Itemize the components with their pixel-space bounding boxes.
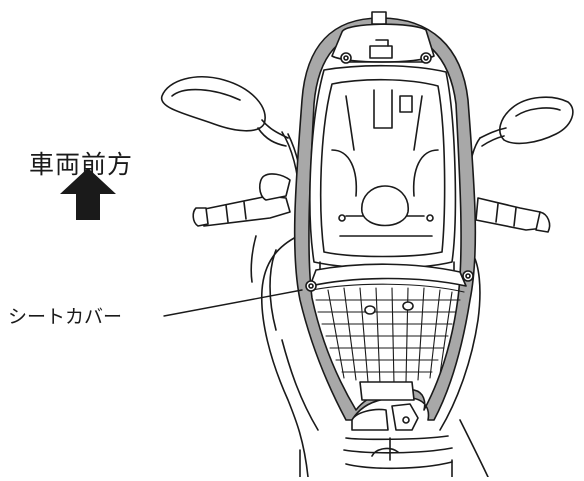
storage-compartment [309, 64, 457, 277]
callout-leader-line [163, 289, 303, 317]
mesh-grille [311, 283, 465, 385]
right-mirror [467, 96, 574, 181]
mount-bolt-top-right [420, 52, 432, 64]
mount-bolt-top-left [340, 52, 352, 64]
left-handlebar [192, 173, 291, 283]
mesh-hole-left [364, 305, 376, 315]
mount-bolt-bottom-right [462, 270, 474, 282]
mount-bolt-bottom-left [305, 280, 317, 292]
right-handlebar [475, 197, 551, 233]
scooter-body [260, 235, 489, 478]
vehicle-front-label: 車両前方 [29, 150, 134, 179]
mesh-hole-right [402, 301, 414, 311]
forward-arrow-icon [60, 168, 116, 220]
rear-latch [343, 381, 453, 470]
seat-frame [309, 263, 467, 287]
seat-cover-label: シートカバー [8, 306, 123, 328]
